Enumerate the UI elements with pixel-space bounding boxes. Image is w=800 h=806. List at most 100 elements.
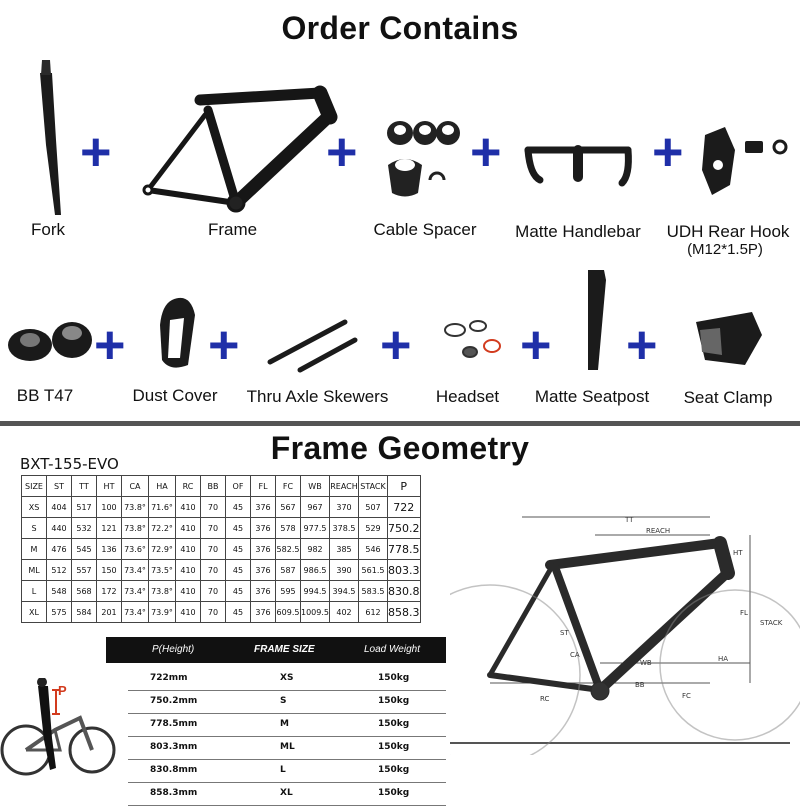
geometry-cell: 1009.5 — [300, 601, 330, 623]
p-height-cell: 750.2mm — [150, 696, 198, 706]
geometry-cell: 410 — [175, 580, 201, 602]
p-height-cell: 722mm — [150, 673, 188, 683]
bb-t47-image — [8, 322, 92, 361]
geometry-header-cell: HA — [148, 475, 176, 497]
geometry-cell: 376 — [250, 559, 276, 581]
geometry-cell: 70 — [200, 580, 226, 602]
geometry-cell: 71.6° — [148, 496, 176, 518]
item-label-fork: Fork — [31, 220, 65, 239]
geometry-cell: 986.5 — [300, 559, 330, 581]
p-height-cell: 830.8mm — [150, 765, 198, 775]
p-load-cell: 150kg — [378, 742, 410, 752]
geometry-cell: 73.4° — [121, 559, 149, 581]
geometry-cell: 548 — [46, 580, 72, 602]
p-load-cell: 150kg — [378, 765, 410, 775]
plus-icon: + — [208, 315, 240, 375]
diagram-label-fc: FC — [682, 692, 691, 700]
geometry-cell: 595 — [275, 580, 301, 602]
geometry-cell: 609.5 — [275, 601, 301, 623]
p-load-cell: 150kg — [378, 788, 410, 798]
geometry-header-cell: REACH — [329, 475, 359, 497]
headset-image — [444, 320, 501, 358]
geometry-cell: 73.4° — [121, 580, 149, 602]
plus-icon: + — [470, 122, 502, 182]
p-height-cell: 803.3mm — [150, 742, 198, 752]
diagram-label-ha: HA — [718, 655, 728, 663]
p-header-load: Load Weight — [364, 644, 420, 655]
geometry-cell: 587 — [275, 559, 301, 581]
p-load-cell: 150kg — [378, 719, 410, 729]
geometry-cell: 410 — [175, 496, 201, 518]
geometry-cell: 582.5 — [275, 538, 301, 560]
geometry-cell: 512 — [46, 559, 72, 581]
geometry-cell: 858.3 — [387, 601, 421, 623]
geometry-cell: 45 — [225, 517, 251, 539]
geometry-cell: 70 — [200, 517, 226, 539]
geometry-cell: 545 — [71, 538, 97, 560]
geometry-cell: 136 — [96, 538, 122, 560]
p-size-cell: L — [280, 765, 286, 775]
geometry-cell: 517 — [71, 496, 97, 518]
geometry-cell: 410 — [175, 538, 201, 560]
geometry-cell: 378.5 — [329, 517, 359, 539]
geometry-cell: 70 — [200, 601, 226, 623]
item-label-matte-handlebar: Matte Handlebar — [515, 222, 641, 241]
geometry-header-cell: RC — [175, 475, 201, 497]
p-height-cell: 778.5mm — [150, 719, 198, 729]
geometry-cell: 100 — [96, 496, 122, 518]
geometry-cell: 568 — [71, 580, 97, 602]
geometry-cell: 201 — [96, 601, 122, 623]
item-label-cable-spacer: Cable Spacer — [373, 220, 477, 239]
geometry-cell: 750.2 — [387, 517, 421, 539]
item-label-bb-t47: BB T47 — [16, 386, 74, 405]
p-height-cell: 858.3mm — [150, 788, 198, 798]
dust-cover-image — [160, 297, 195, 368]
geometry-cell: 73.8° — [121, 496, 149, 518]
geometry-header-cell: FL — [250, 475, 276, 497]
geometry-cell: 172 — [96, 580, 122, 602]
geometry-cell: 561.5 — [358, 559, 388, 581]
p-table-row: 858.3mm XL 150kg — [128, 783, 446, 806]
item-label-seat-clamp: Seat Clamp — [683, 388, 773, 407]
p-size-cell: XL — [280, 788, 293, 798]
item-label-seatpost: Matte Seatpost — [534, 387, 650, 406]
geometry-cell: 72.2° — [148, 517, 176, 539]
diagram-label-wb: WB — [640, 659, 652, 667]
plus-icon: + — [520, 315, 552, 375]
plus-icon: + — [626, 315, 658, 375]
geometry-cell: 45 — [225, 559, 251, 581]
geometry-cell: L — [21, 580, 47, 602]
geometry-cell: 70 — [200, 559, 226, 581]
item-label-headset: Headset — [435, 387, 500, 406]
diagram-label-st: ST — [560, 629, 569, 637]
geometry-cell: 45 — [225, 538, 251, 560]
plus-icon: + — [652, 122, 684, 182]
geometry-cell: 410 — [175, 559, 201, 581]
geometry-cell: 532 — [71, 517, 97, 539]
diagram-label-tt: TT — [624, 516, 634, 524]
geometry-cell: 370 — [329, 496, 359, 518]
geometry-cell: 722 — [387, 496, 421, 518]
section-divider — [0, 421, 800, 426]
item-label-thru-axle: Thru Axle Skewers — [246, 387, 389, 406]
geometry-cell: 70 — [200, 538, 226, 560]
geometry-cell: 803.3 — [387, 559, 421, 581]
geometry-cell: 73.6° — [121, 538, 149, 560]
geometry-cell: 567 — [275, 496, 301, 518]
plus-icon: + — [326, 122, 358, 182]
geometry-cell: M — [21, 538, 47, 560]
geometry-cell: 45 — [225, 580, 251, 602]
geometry-cell: 70 — [200, 496, 226, 518]
diagram-label-ht: HT — [733, 549, 743, 557]
item-label-frame: Frame — [207, 220, 258, 239]
geometry-cell: 830.8 — [387, 580, 421, 602]
